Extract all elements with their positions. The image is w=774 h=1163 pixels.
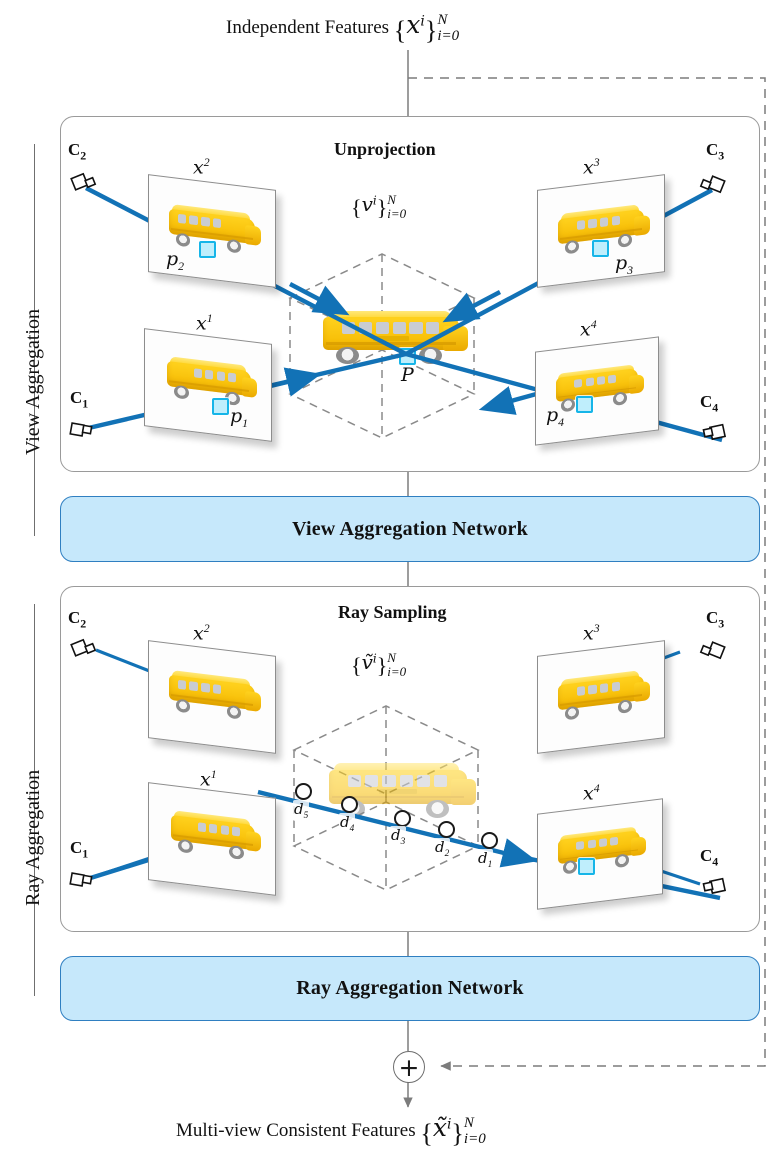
view-aggregation-network-box[interactable]: View Aggregation Network xyxy=(60,496,760,562)
ray-aggregation-network-box[interactable]: Ray Aggregation Network xyxy=(60,956,760,1021)
image-plane-x4-ray xyxy=(537,798,663,910)
camera-label-c2-ray: C2 xyxy=(68,608,87,631)
bottom-caption-lower: i=0 xyxy=(463,1130,486,1147)
plane-label-x3-ray: x3 xyxy=(583,622,600,645)
plane-label-x4-view: x4 xyxy=(580,318,597,341)
camera-label-c4-view: C4 xyxy=(700,392,719,415)
point-label-p2: p2 xyxy=(166,248,185,273)
center-bus-3d xyxy=(314,300,468,366)
plane-label-x4-ray: x4 xyxy=(583,782,600,805)
pixel-marker-p1 xyxy=(212,398,229,415)
image-plane-x1-ray xyxy=(148,782,276,896)
top-caption-sup: i xyxy=(420,13,425,30)
camera-icon-c3-view xyxy=(699,175,726,194)
bottom-caption-sup: i xyxy=(446,1116,452,1133)
point-label-p3: p3 xyxy=(615,252,634,277)
sample-label-d5: d5 xyxy=(293,800,310,821)
image-plane-x3-ray xyxy=(537,640,665,754)
camera-label-c4-ray: C4 xyxy=(700,846,719,869)
image-plane-x1-view xyxy=(144,328,272,442)
sample-dot-d3 xyxy=(394,810,411,827)
camera-icon-c2-ray xyxy=(70,638,97,657)
bottom-caption-var: x̃ xyxy=(432,1113,447,1142)
pixel-marker-p2 xyxy=(199,241,216,258)
plane-label-x2-view: x2 xyxy=(193,156,210,179)
ray-aggregation-rule xyxy=(34,604,36,996)
pixel-marker-x4-ray xyxy=(578,858,595,875)
camera-icon-c2-view xyxy=(70,172,97,191)
sum-symbol: + xyxy=(398,1052,420,1082)
sample-label-d2: d2 xyxy=(434,838,451,859)
ray-aggregation-network-label: Ray Aggregation Network xyxy=(296,977,524,999)
camera-icon-c1-view xyxy=(69,422,93,437)
top-caption: Independent Features {xi} N i=0 xyxy=(226,10,460,45)
top-caption-var: x xyxy=(406,10,421,39)
view-aggregation-network-label: View Aggregation Network xyxy=(292,517,528,540)
side-label-ray-aggregation: Ray Aggregation xyxy=(22,769,44,906)
center-point-marker xyxy=(399,348,416,365)
top-caption-upper: N xyxy=(437,11,448,28)
side-label-view-aggregation: View Aggregation xyxy=(22,309,44,455)
point-label-p4: p4 xyxy=(546,404,565,429)
image-plane-x3-view xyxy=(537,174,665,288)
bottom-caption-text: Multi-view Consistent Features xyxy=(176,1120,416,1141)
camera-label-c3-view: C3 xyxy=(706,140,725,163)
camera-label-c2-view: C2 xyxy=(68,140,87,163)
bus-sprite-x1-view xyxy=(161,347,257,409)
camera-label-c1-ray: C1 xyxy=(70,838,89,861)
sample-label-d3: d3 xyxy=(390,826,407,847)
sample-label-d4: d4 xyxy=(339,813,356,834)
plane-label-x1-view: x1 xyxy=(196,312,213,335)
sum-node: + xyxy=(393,1051,425,1083)
bottom-caption: Multi-view Consistent Features {x̃i} N i… xyxy=(176,1113,486,1148)
top-caption-text: Independent Features xyxy=(226,17,390,38)
view-volume-label: {vi} N i=0 xyxy=(351,192,407,222)
center-point-label: P xyxy=(401,364,414,386)
sample-dot-d4 xyxy=(341,796,358,813)
sample-dot-d5 xyxy=(295,783,312,800)
camera-label-c3-ray: C3 xyxy=(706,608,725,631)
plane-label-x1-ray: x1 xyxy=(200,768,217,791)
bus-sprite-x3-ray xyxy=(552,661,650,723)
bottom-caption-upper: N xyxy=(463,1114,474,1131)
plane-label-x3-view: x3 xyxy=(583,156,600,179)
top-caption-lower: i=0 xyxy=(437,27,460,44)
camera-icon-c1-ray xyxy=(69,872,93,887)
sample-dot-d1 xyxy=(481,832,498,849)
bus-sprite-x4-view xyxy=(550,355,644,415)
camera-label-c1-view: C1 xyxy=(70,388,89,411)
view-aggregation-rule xyxy=(34,144,36,536)
ray-volume-label: {ṽi} N i=0 xyxy=(351,650,407,680)
camera-icon-c4-ray xyxy=(702,877,727,895)
ray-sampling-title: Ray Sampling xyxy=(338,602,447,622)
plane-label-x2-ray: x2 xyxy=(193,622,210,645)
bus-sprite-x1-ray xyxy=(165,801,261,863)
bus-sprite-x4-ray xyxy=(552,817,646,877)
pixel-marker-p4 xyxy=(576,396,593,413)
point-label-p1: p1 xyxy=(230,405,249,430)
unprojection-title: Unprojection xyxy=(334,139,436,159)
bus-sprite-x2-ray xyxy=(163,661,261,723)
camera-icon-c3-ray xyxy=(699,641,726,660)
image-plane-x2-ray xyxy=(148,640,276,754)
sample-label-d1: d1 xyxy=(477,849,494,870)
camera-icon-c4-view xyxy=(702,423,727,441)
pixel-marker-p3 xyxy=(592,240,609,257)
sample-dot-d2 xyxy=(438,821,455,838)
